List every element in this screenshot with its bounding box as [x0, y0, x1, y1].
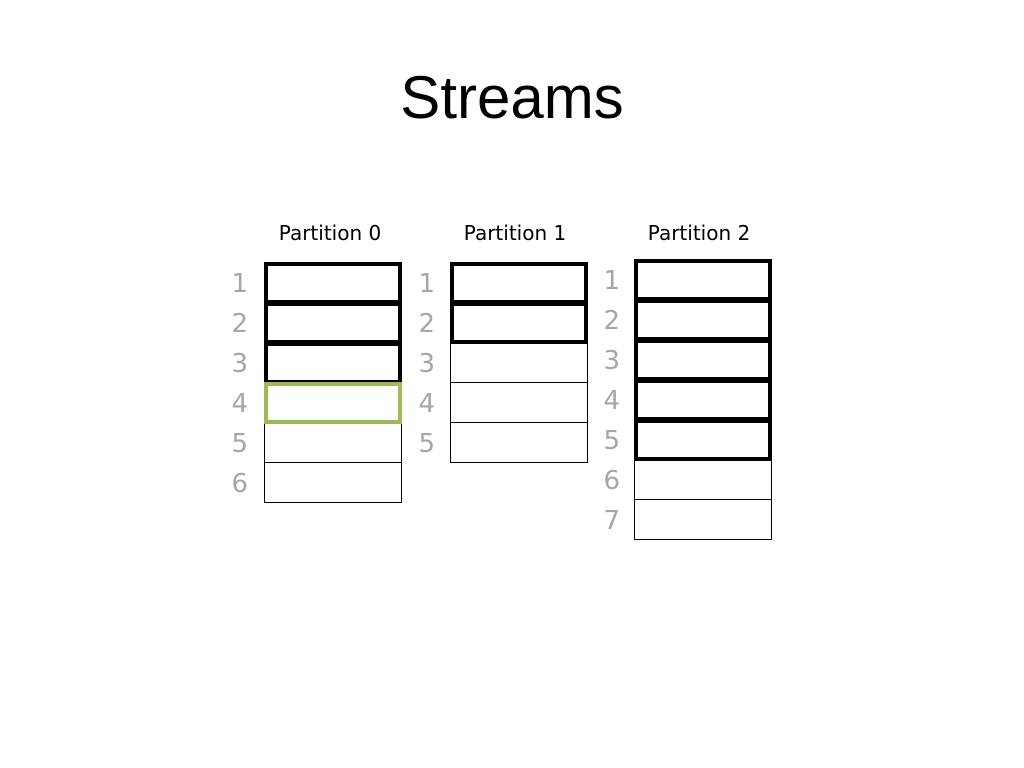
partition-0-record-consumed — [264, 302, 402, 344]
partition-0-record-consumed — [264, 342, 402, 384]
partition-2-offset-label: 6 — [603, 466, 620, 496]
partition-0-offset-label: 1 — [231, 269, 248, 299]
slide-title: Streams — [400, 64, 624, 131]
partition-2-offset-label: 2 — [603, 306, 620, 336]
partition-0-offset-label: 5 — [231, 429, 248, 459]
partition-1-offset-label: 2 — [418, 309, 435, 339]
partition-0-record-pending — [264, 462, 402, 503]
partition-0-record-consumed — [264, 262, 402, 304]
partition-0-offset-label: 2 — [231, 309, 248, 339]
partition-1-offset-label: 5 — [418, 429, 435, 459]
partition-2-header: Partition 2 — [647, 221, 751, 245]
partition-2-offset-label: 5 — [603, 426, 620, 456]
partition-1-offset-label: 1 — [418, 269, 435, 299]
partition-0-record-pending — [264, 422, 402, 463]
partition-2-record-consumed — [634, 259, 772, 301]
partition-1-offset-label: 3 — [418, 349, 435, 379]
partition-1-header: Partition 1 — [463, 221, 567, 245]
partition-2-record-consumed — [634, 339, 772, 381]
partition-2-offset-label: 3 — [603, 346, 620, 376]
partition-1-record-consumed — [450, 262, 588, 304]
partition-2-record-pending — [634, 499, 772, 540]
partition-1-record-pending — [450, 382, 588, 423]
partition-2-record-consumed — [634, 419, 772, 461]
partition-1-record-consumed — [450, 302, 588, 344]
partition-2-record-pending — [634, 459, 772, 500]
partition-0-record-current — [264, 382, 402, 424]
partition-0-offset-label: 6 — [231, 469, 248, 499]
partition-1-offset-label: 4 — [418, 389, 435, 419]
partition-1-record-pending — [450, 422, 588, 463]
partition-2-offset-label: 1 — [603, 266, 620, 296]
partition-2-offset-label: 4 — [603, 386, 620, 416]
partition-2-record-consumed — [634, 299, 772, 341]
partition-0-header: Partition 0 — [278, 221, 382, 245]
partition-1-record-pending — [450, 342, 588, 383]
partition-0-offset-label: 3 — [231, 349, 248, 379]
partition-2-offset-label: 7 — [603, 506, 620, 536]
partition-2-record-consumed — [634, 379, 772, 421]
partition-0-offset-label: 4 — [231, 389, 248, 419]
